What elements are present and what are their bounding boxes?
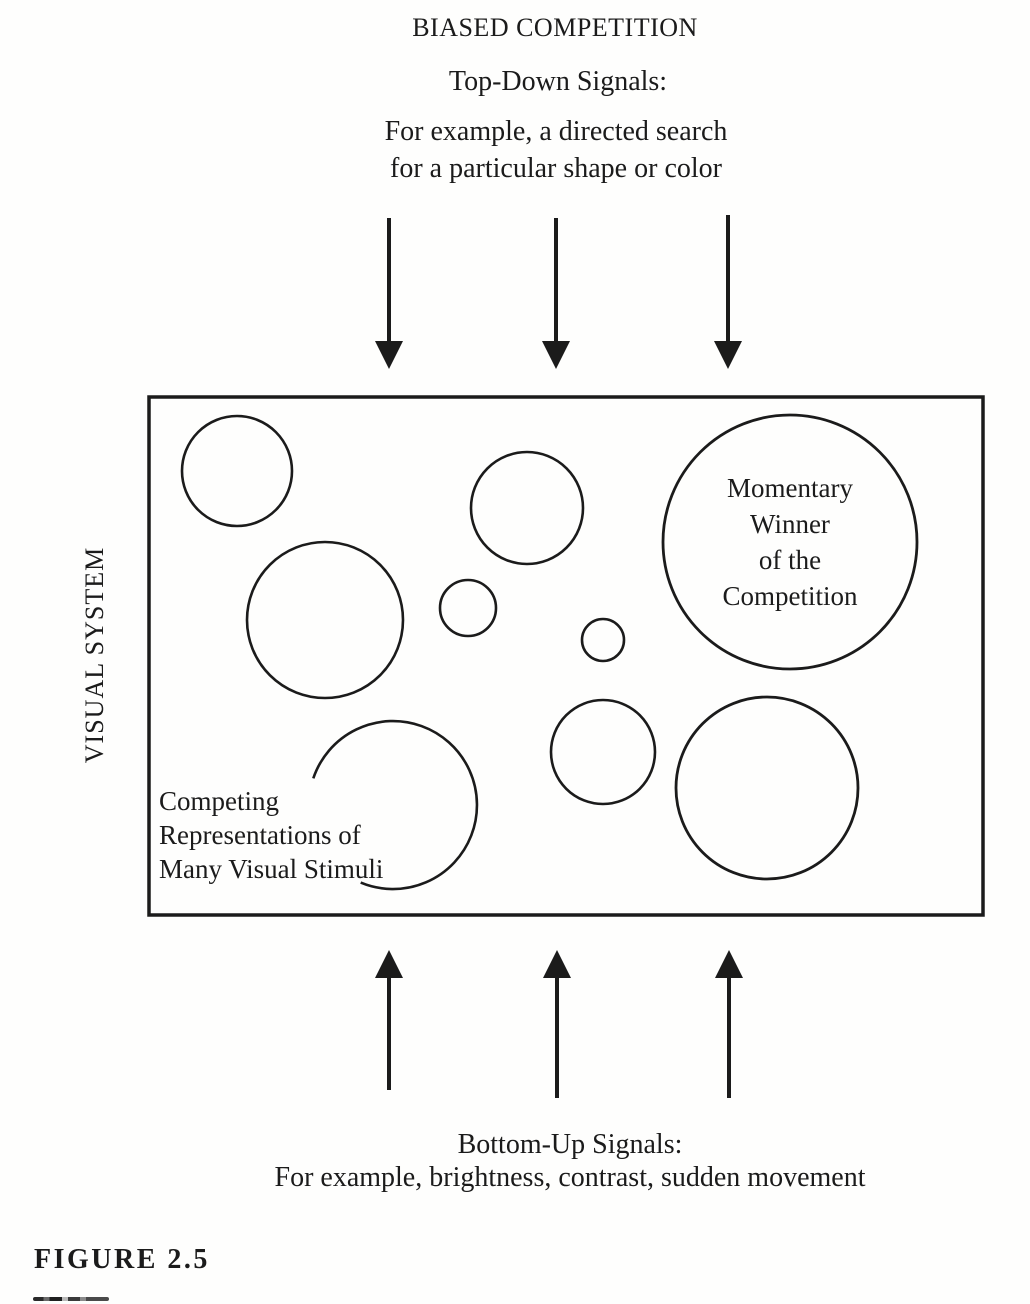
top-down-example-line1: For example, a directed search — [384, 116, 728, 147]
bottom-up-example-line1: For example, brightness, contrast, sudde… — [274, 1162, 866, 1193]
visual-system-box — [147, 395, 985, 917]
top-down-signals-heading: Top-Down Signals: — [448, 66, 668, 97]
stimulus-circle-small-center — [438, 578, 498, 638]
diagram-title: BIASED COMPETITION — [412, 13, 698, 42]
winner-label-line1: Momentary — [727, 473, 853, 503]
cropped-text-artifact — [33, 1297, 109, 1301]
bottom-up-arrow-3 — [715, 950, 743, 1098]
top-down-example-line2: for a particular shape or color — [390, 153, 722, 184]
momentary-winner-circle — [661, 413, 919, 671]
stimulus-circle-tiny-center — [580, 617, 626, 663]
competing-label-line2: Representations of — [159, 820, 361, 850]
figure-caption: FIGURE 2.5 — [34, 1244, 210, 1275]
stimulus-circle-top-left — [180, 414, 294, 528]
stimulus-circle-bottom-right — [674, 695, 860, 881]
bottom-up-signals-block: Bottom-Up Signals: For example, brightne… — [275, 1128, 866, 1194]
winner-label-line3: of the — [758, 545, 822, 575]
winner-label-line2: Winner — [750, 509, 830, 539]
stimulus-circle-top-middle — [469, 450, 585, 566]
competing-label-line3: Many Visual Stimuli — [159, 854, 384, 884]
competing-representations-label: Competing Representations of Many Visual… — [159, 784, 383, 886]
winner-label-line4: Competition — [722, 581, 858, 611]
bottom-up-arrow-1 — [375, 950, 403, 1090]
top-down-arrow-1 — [375, 218, 403, 369]
top-down-arrow-3 — [714, 215, 742, 369]
bottom-up-arrow-2 — [543, 950, 571, 1098]
bottom-up-signals-heading: Bottom-Up Signals: — [457, 1129, 683, 1160]
top-down-arrow-2 — [542, 218, 570, 369]
stimulus-circle-bottom-middle — [549, 698, 657, 806]
momentary-winner-label: Momentary Winner of the Competition — [723, 470, 858, 614]
competing-label-line1: Competing — [159, 786, 279, 816]
top-down-signals-example: For example, a directed search for a par… — [385, 113, 728, 187]
stimulus-circle-mid-left — [245, 540, 405, 700]
stimulus-circle-open-bottom-left — [312, 719, 479, 891]
visual-system-side-label: VISUAL SYSTEM — [80, 546, 109, 764]
